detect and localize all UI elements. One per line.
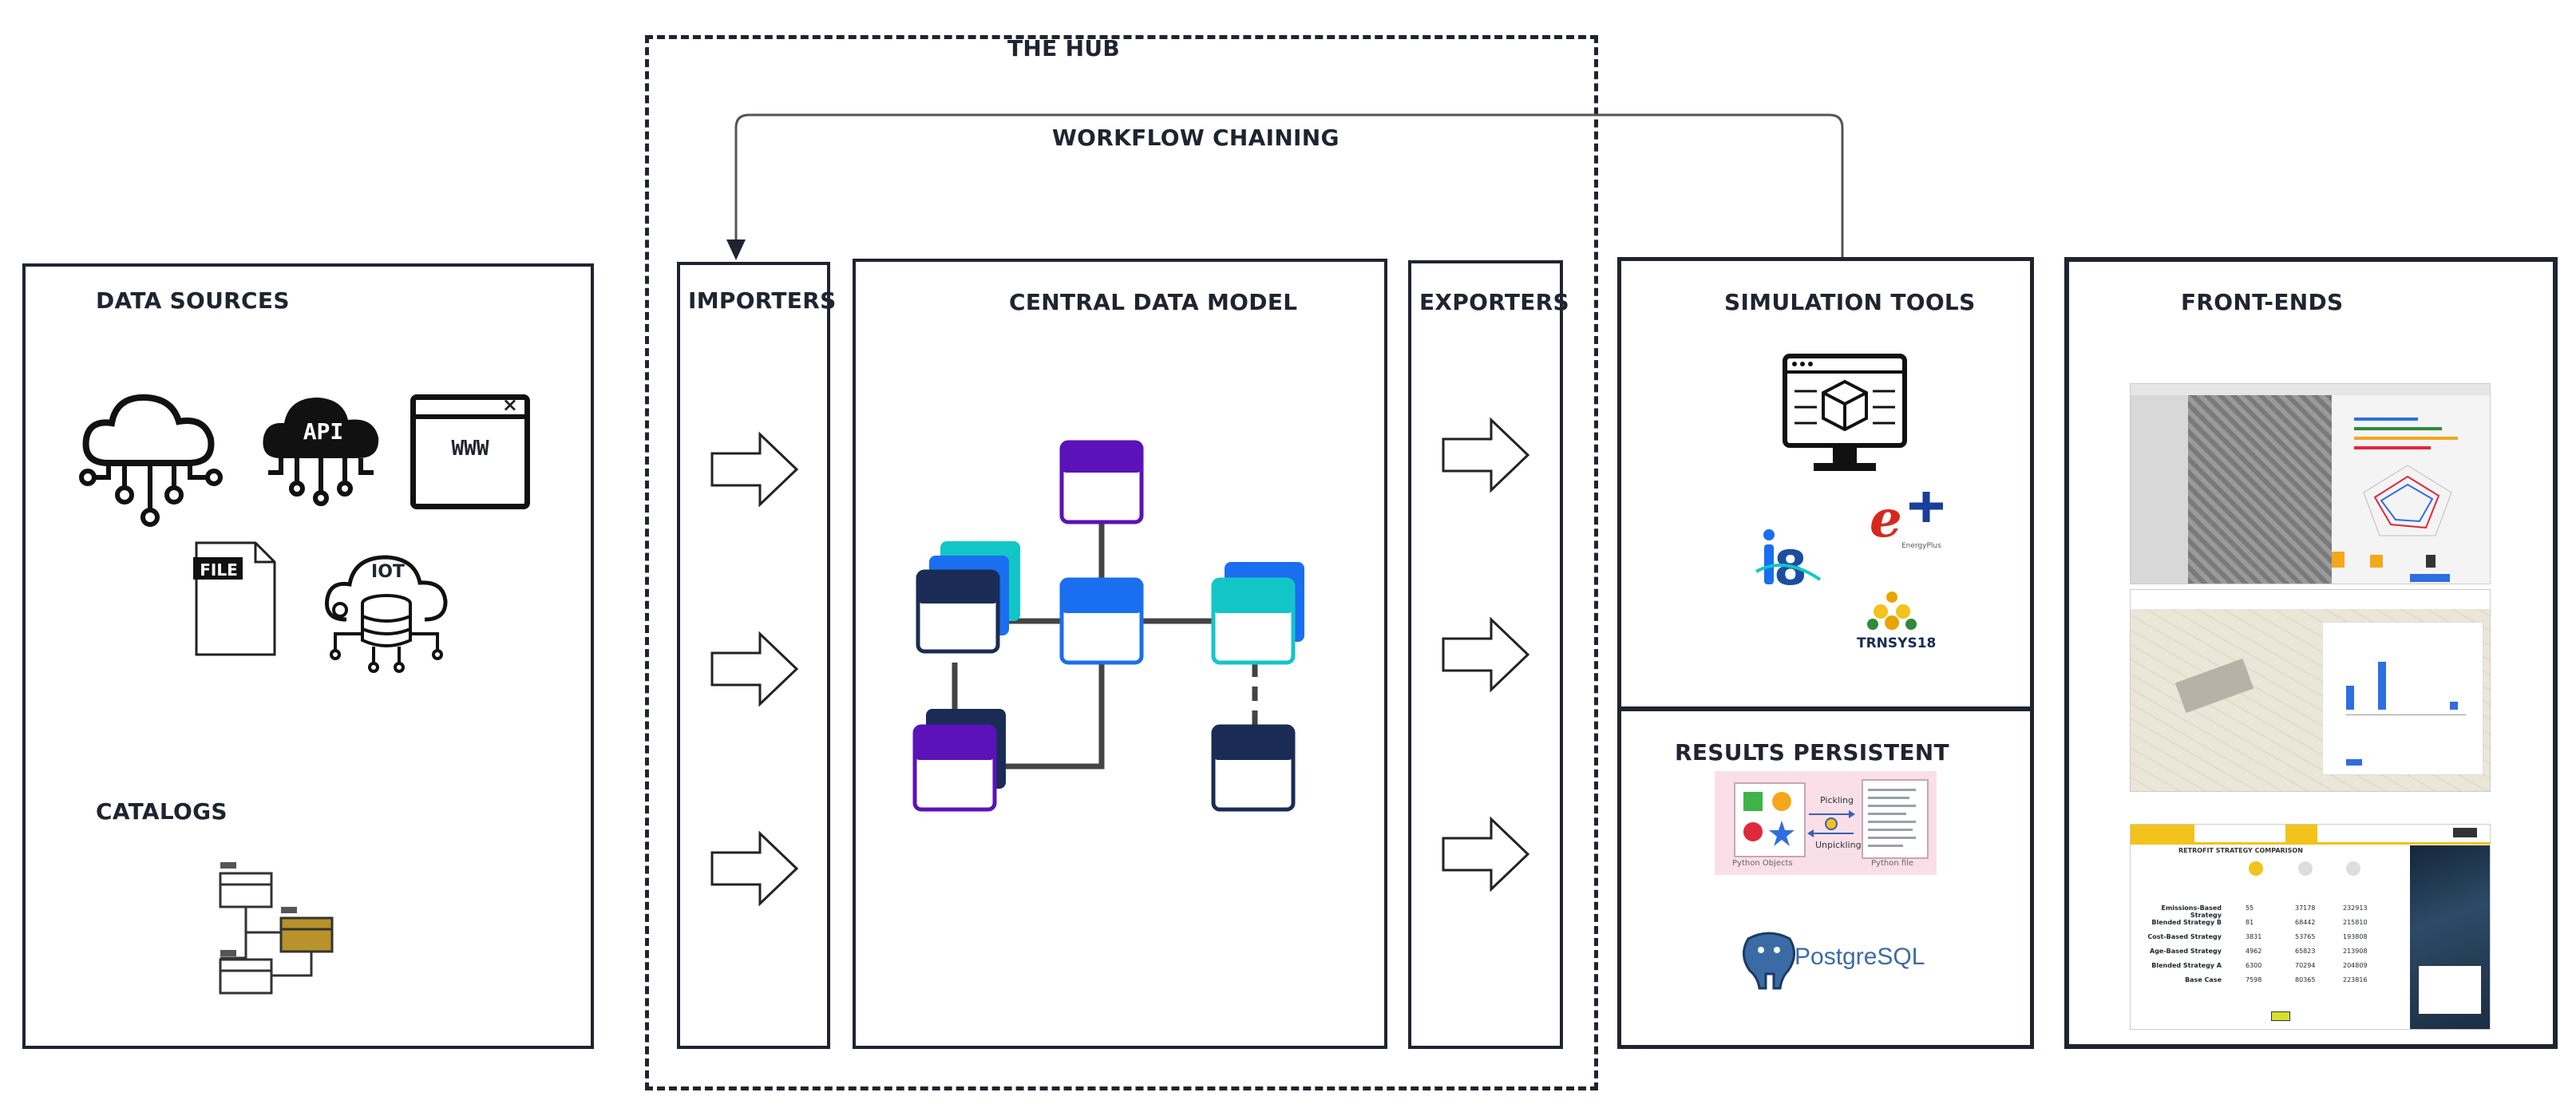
hub-boundary (645, 35, 1598, 1090)
trnsys-logo-icon (1867, 592, 1917, 630)
city-aerial-image (2410, 845, 2490, 1029)
pickling-label: Pickling (1820, 795, 1854, 805)
python-file-label: Python file (1871, 859, 1914, 868)
python-file-box (1862, 779, 1929, 859)
unpickling-label: Unpickling (1815, 840, 1862, 850)
frontend-screenshot-map (2130, 589, 2491, 792)
entity-bottom-right (1211, 724, 1296, 812)
file-icon (193, 541, 276, 656)
exporters-title: EXPORTERS (1419, 289, 1569, 315)
table-row-name: Blended Strategy A (2151, 962, 2222, 969)
central-data-model-title: CENTRAL DATA MODEL (1009, 289, 1298, 315)
table-cell: 55 (2246, 904, 2254, 912)
pickling-diagram: Python Objects Pickling Unpickling Pytho… (1715, 771, 1937, 875)
table-cell: 70294 (2295, 962, 2316, 969)
workflow-chaining-label: WORKFLOW CHAINING (1052, 125, 1339, 151)
importers-title: IMPORTERS (688, 287, 837, 314)
table-cell: 37178 (2295, 904, 2316, 912)
table-cell: 68442 (2295, 919, 2316, 926)
front-ends-title: FRONT-ENDS (2181, 289, 2344, 315)
table-cell: 65823 (2295, 948, 2316, 955)
entity-top (1059, 440, 1144, 524)
entity-left (916, 569, 1000, 654)
python-objects-label: Python Objects (1732, 859, 1793, 868)
binary-file-icon (1868, 789, 1916, 847)
table-cell: 213908 (2343, 948, 2368, 955)
entity-center (1059, 577, 1144, 665)
api-cloud-icon (263, 398, 379, 506)
table-cell: 223816 (2343, 976, 2368, 983)
table-cell: 80365 (2295, 976, 2316, 983)
catalogs-title: CATALOGS (96, 798, 228, 825)
table-cell: 4962 (2246, 948, 2262, 955)
iot-database-icon (325, 555, 448, 673)
trnsys-label: TRNSYS18 (1857, 635, 1937, 651)
table-cell: 53765 (2295, 933, 2316, 940)
www-label: WWW (451, 437, 489, 461)
entity-right (1211, 577, 1296, 665)
table-cell: 7598 (2246, 976, 2262, 983)
importer-arrow-3 (710, 830, 799, 907)
results-persistent-panel (1617, 707, 2034, 1049)
hub-title: THE HUB (1007, 35, 1121, 61)
importer-arrow-1 (710, 431, 799, 508)
table-cell: 232913 (2343, 904, 2368, 912)
energyplus-logo-icon: e EnergyPlus (1870, 489, 1943, 550)
data-sources-title: DATA SOURCES (96, 287, 290, 314)
table-cell: 215810 (2343, 919, 2368, 926)
simulation-tools-panel (1617, 257, 2034, 710)
svg-text:EnergyPlus: EnergyPlus (1901, 542, 1941, 550)
strategy-table-title: RETROFIT STRATEGY COMPARISON (2178, 847, 2303, 854)
file-label: FILE (200, 560, 238, 580)
table-cell: 193808 (2343, 933, 2368, 940)
data-model-graph (912, 440, 1304, 812)
table-cell: 81 (2246, 919, 2254, 926)
frontend-screenshot-strategy-table: RETROFIT STRATEGY COMPARISON Emissions-B… (2130, 824, 2491, 1030)
iot-label: IOT (371, 562, 405, 582)
pickle-arrows-icon (1807, 810, 1855, 837)
radar-chart-icon (2363, 465, 2452, 536)
results-persistent-title: RESULTS PERSISTENT (1675, 739, 1949, 766)
table-cell: 3831 (2246, 933, 2262, 940)
api-label: API (303, 418, 344, 445)
exporter-arrow-2 (1442, 616, 1530, 693)
i8-logo-icon: 8 (1755, 529, 1822, 596)
cloud-network-icon (79, 394, 223, 527)
table-row-name: Base Case (2185, 976, 2222, 983)
frontend-screenshot-3d-viewer (2130, 383, 2491, 584)
table-cell: 6300 (2246, 962, 2262, 969)
simulation-computer-icon (1783, 354, 1907, 471)
www-window-icon: × WWW (410, 394, 530, 509)
table-row-name: Age-Based Strategy (2150, 948, 2222, 955)
table-row-name: Blended Strategy B (2151, 919, 2222, 926)
table-row-name: Cost-Based Strategy (2147, 933, 2222, 940)
postgresql-elephant-icon (1743, 932, 1795, 990)
exporter-arrow-1 (1442, 417, 1530, 493)
catalog-tree-icon (219, 862, 334, 995)
entity-bottom-left (912, 724, 997, 812)
exporter-arrow-3 (1442, 816, 1530, 892)
simulation-tools-title: SIMULATION TOOLS (1724, 289, 1976, 315)
svg-text:e: e (1870, 489, 1902, 549)
table-cell: 204809 (2343, 962, 2368, 969)
table-row-name: Emissions-Based Strategy (2161, 904, 2222, 919)
postgresql-label: PostgreSQL (1794, 944, 1925, 970)
shapes-icon (1743, 792, 1794, 846)
importer-arrow-2 (710, 631, 799, 707)
python-objects-box (1734, 782, 1806, 857)
